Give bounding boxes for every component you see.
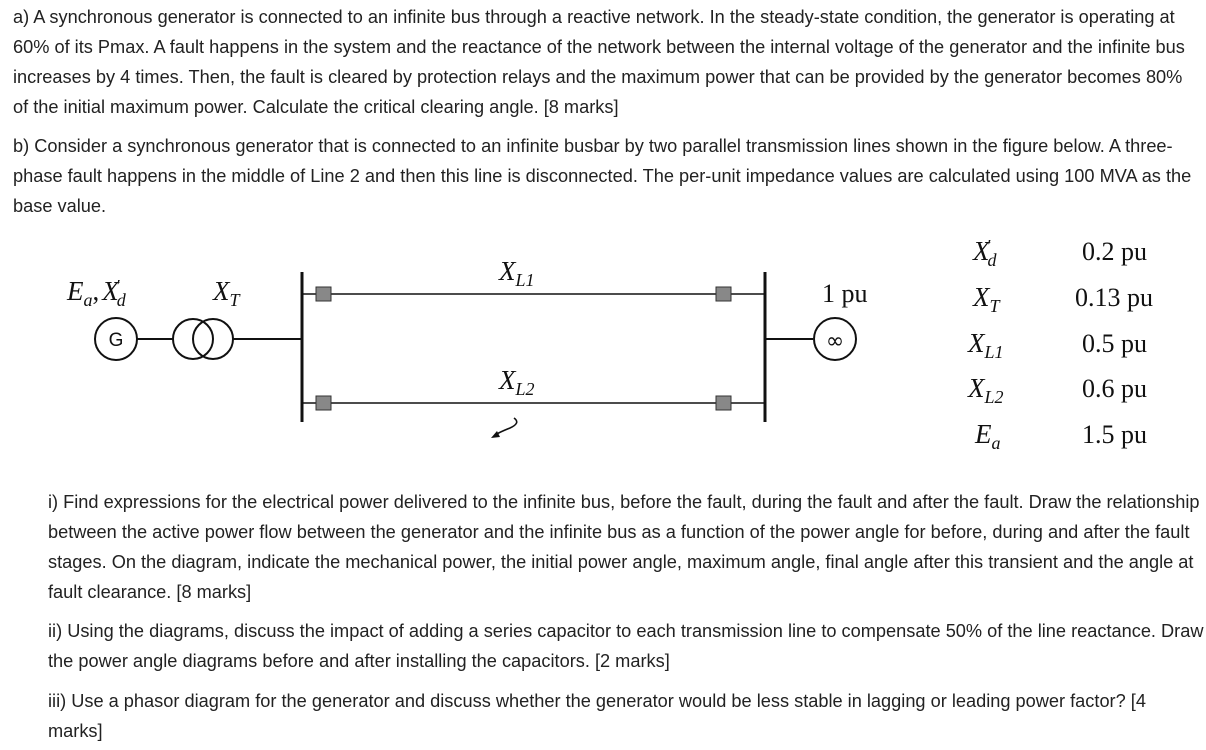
transformer-label: XT bbox=[212, 276, 242, 310]
infinite-bus-symbol: ∞ bbox=[813, 317, 857, 361]
question-ii: ii) Using the diagrams, discuss the impa… bbox=[48, 621, 1204, 671]
part-b-text: b) Consider a synchronous generator that… bbox=[13, 136, 1192, 216]
breaker bbox=[715, 395, 732, 411]
param-value: 0.2 pu bbox=[1082, 237, 1147, 266]
param-name: XT bbox=[972, 282, 1002, 316]
line-2-label: XL2 bbox=[498, 365, 535, 399]
breaker bbox=[315, 286, 332, 302]
param-name: XL1 bbox=[967, 328, 1004, 362]
question-i: i) Find expressions for the electrical p… bbox=[48, 492, 1200, 602]
transformer-symbol bbox=[172, 318, 234, 360]
svg-text:∞: ∞ bbox=[826, 329, 844, 354]
svg-text:G: G bbox=[109, 330, 124, 351]
parameter-table: X′d 0.2 pu XT 0.13 pu XL1 0.5 pu XL2 0.6… bbox=[967, 236, 1153, 453]
question-iii: iii) Use a phasor diagram for the genera… bbox=[48, 691, 1146, 741]
generator-label: Ea,X′d bbox=[66, 276, 127, 310]
fault-arrow-icon bbox=[491, 417, 518, 438]
param-value: 1.5 pu bbox=[1082, 420, 1147, 449]
param-value: 0.5 pu bbox=[1082, 329, 1147, 358]
param-name: XL2 bbox=[967, 373, 1004, 407]
circuit-diagram: Ea,X′d XT G XL1 XL2 ∞ 1 pu bbox=[66, 236, 1153, 453]
generator-symbol: G bbox=[94, 317, 138, 361]
param-name: Ea bbox=[974, 419, 1001, 453]
part-a-text: a) A synchronous generator is connected … bbox=[13, 7, 1185, 117]
breaker bbox=[315, 395, 332, 411]
param-value: 0.6 pu bbox=[1082, 374, 1147, 403]
param-name: X′d bbox=[972, 236, 997, 270]
infinite-bus-voltage: 1 pu bbox=[822, 279, 868, 308]
breaker bbox=[715, 286, 732, 302]
param-value: 0.13 pu bbox=[1075, 283, 1153, 312]
line-1-label: XL1 bbox=[498, 256, 535, 290]
